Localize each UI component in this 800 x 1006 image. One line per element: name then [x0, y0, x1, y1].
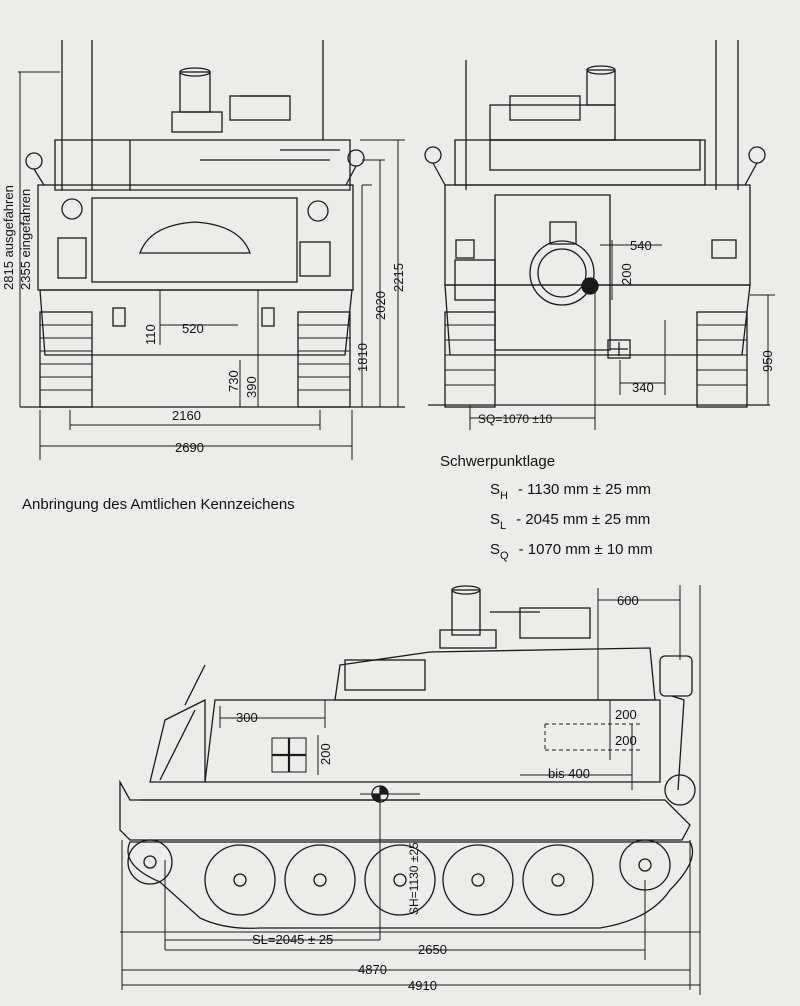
dim-4910: 4910: [408, 978, 437, 993]
dim-bis-400: bis 400: [548, 766, 590, 781]
dim-sq: SQ=1070 ±10: [478, 412, 553, 426]
dim-sl: SL=2045 ± 25: [252, 932, 333, 947]
front-view: [20, 40, 405, 408]
dim-2215: 2215: [391, 263, 406, 292]
dim-1810: 1810: [355, 343, 370, 372]
dim-390: 390: [244, 376, 259, 398]
rear-dim-labels: 540 200 950 340 SQ=1070 ±10: [478, 238, 775, 426]
dim-340: 340: [632, 380, 654, 395]
side-dim-labels: 600 300 200 200 200 bis 400 SH=1130 ±25 …: [236, 593, 639, 993]
side-view: [119, 585, 696, 929]
caption-license-plate: Anbringung des Amtlichen Kennzeichens: [22, 496, 295, 513]
dim-110: 110: [143, 324, 158, 345]
cg-row-q: SQ- 1070 mm ± 10 mm: [490, 541, 653, 562]
dim-200-upper: 200: [615, 707, 637, 722]
front-dimension-lines: [18, 71, 405, 460]
dim-2650: 2650: [418, 942, 447, 957]
dim-height-retracted: 2355 eingefahren: [18, 189, 33, 290]
dim-4870: 4870: [358, 962, 387, 977]
dim-height-extended: 2815 ausgefahren: [1, 185, 16, 290]
rear-dimension-lines: [469, 240, 775, 430]
cg-title: Schwerpunktlage: [440, 453, 555, 470]
dim-540: 540: [630, 238, 652, 253]
dim-2160: 2160: [172, 408, 201, 423]
dim-600: 600: [617, 593, 639, 608]
cg-row-l: SL- 2045 mm ± 25 mm: [490, 511, 650, 532]
side-dimension-lines: [120, 585, 701, 995]
dim-300: 300: [236, 710, 258, 725]
dim-950: 950: [760, 350, 775, 372]
dim-2690: 2690: [175, 440, 204, 455]
dim-200-plate: 200: [318, 743, 333, 765]
dim-200-rear: 200: [619, 263, 634, 285]
front-dim-labels: 2815 ausgefahren 2355 eingefahren 2215 2…: [1, 185, 406, 455]
dim-2020: 2020: [373, 291, 388, 320]
dim-sh: SH=1130 ±25: [407, 842, 421, 915]
rear-view: [424, 40, 770, 408]
cg-table: Schwerpunktlage SH- 1130 mm ± 25 mm SL- …: [440, 453, 653, 562]
cg-row-h: SH- 1130 mm ± 25 mm: [490, 481, 651, 502]
dim-730: 730: [226, 370, 241, 392]
dim-200-lower: 200: [615, 733, 637, 748]
dim-520: 520: [182, 321, 204, 336]
